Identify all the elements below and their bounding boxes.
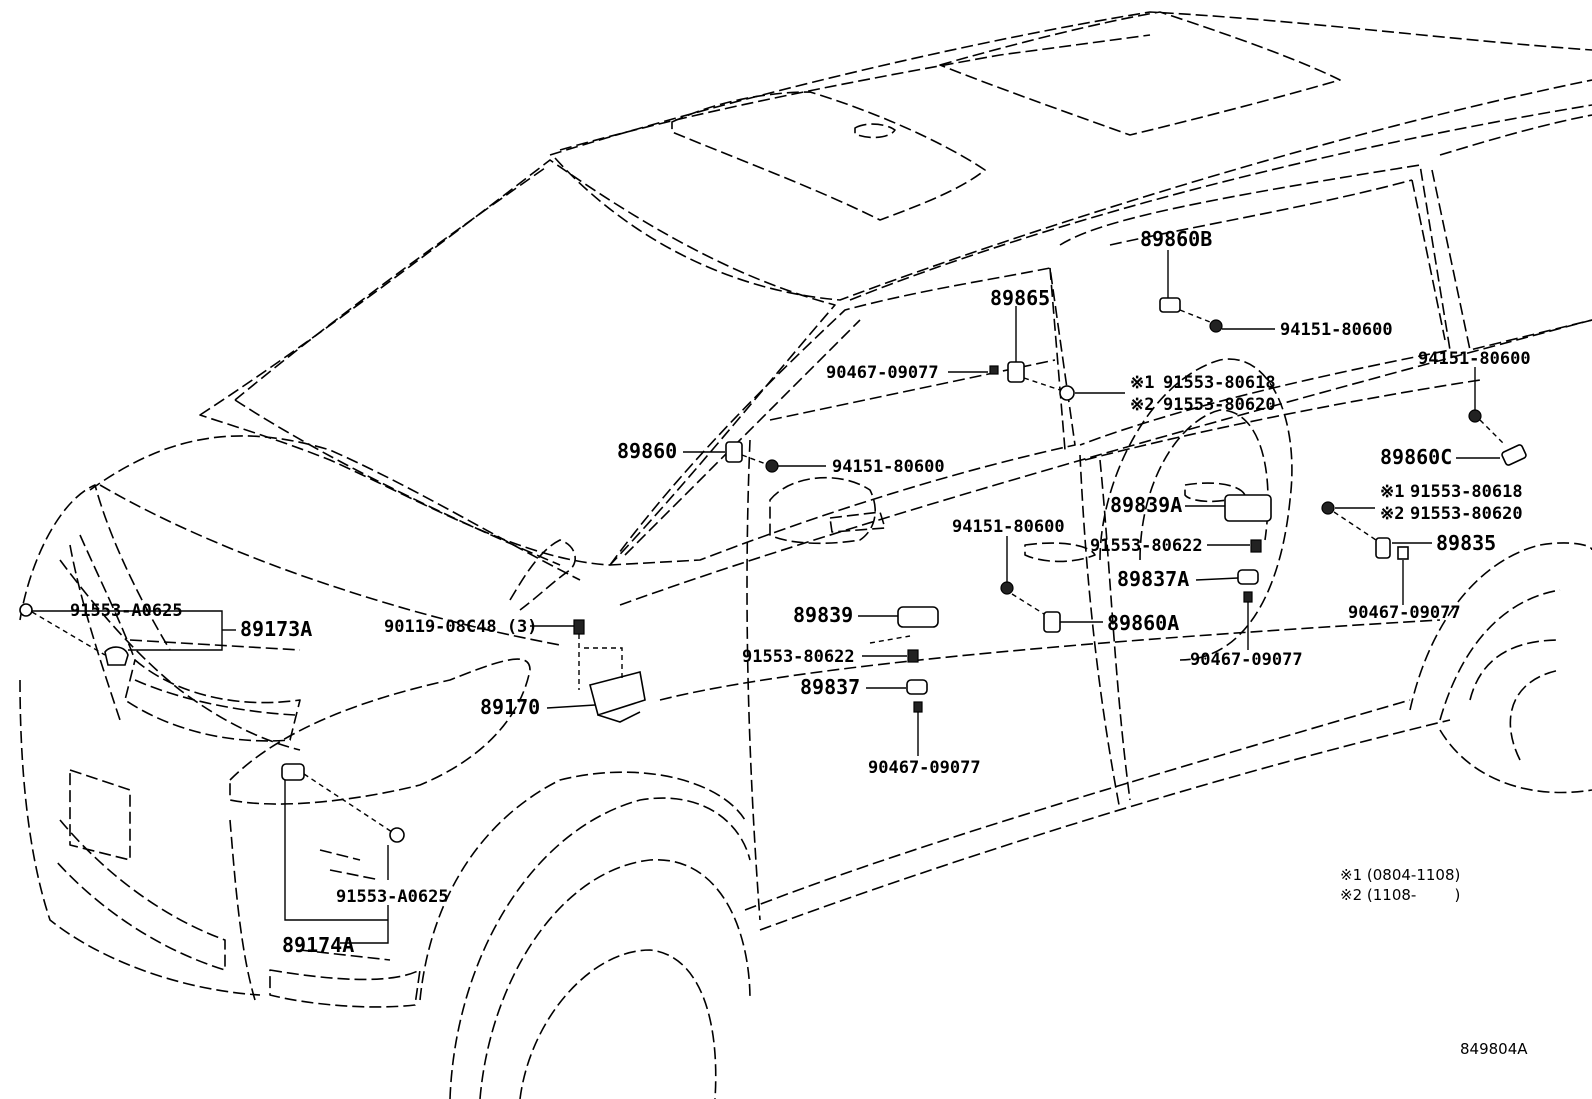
- sensor-89839: [897, 606, 939, 628]
- legend-note-2: ※2 (1108- ): [1340, 886, 1460, 904]
- label-89860A: 89860A: [1107, 611, 1179, 635]
- leader-lines: [31, 250, 1506, 944]
- sensor-89860C: [1501, 444, 1527, 466]
- bolt-91553-80622-a: [1250, 539, 1262, 553]
- vehicle-outline: [19, 11, 1592, 1099]
- bolt-91553-80622-b: [907, 649, 919, 663]
- sensor-89173A: [104, 646, 129, 666]
- ecu-89170: [589, 671, 646, 717]
- sensor-89174A: [281, 763, 305, 781]
- label-91553-A0625-a: 91553-A0625: [70, 601, 183, 621]
- part-labels: 89860B 94151-80600 89865 90467-09077 ※1 …: [70, 227, 1531, 957]
- sensor-89860A: [1043, 611, 1061, 633]
- parts-shapes: [19, 297, 1527, 843]
- sensor-89837A: [1237, 569, 1259, 585]
- label-94151-80600-d: 94151-80600: [952, 517, 1065, 537]
- legend: ※1 (0804-1108) ※2 (1108- ): [1340, 866, 1460, 904]
- mark-1-b: ※1: [1380, 482, 1404, 502]
- bolt-90467-09077-a: [989, 365, 999, 375]
- label-91553-80620-a: 91553-80620: [1163, 395, 1276, 415]
- label-89170: 89170: [480, 695, 540, 719]
- sensor-89835: [1375, 537, 1391, 559]
- label-89837A: 89837A: [1117, 567, 1189, 591]
- label-89860C: 89860C: [1380, 445, 1452, 469]
- mark-2-a: ※2: [1130, 395, 1154, 415]
- bolt-90119-08C48: [573, 619, 585, 635]
- label-89174A: 89174A: [282, 933, 354, 957]
- nut-94151-80600-a: [1209, 319, 1223, 333]
- label-91553-A0625-b: 91553-A0625: [336, 887, 449, 907]
- bolt-90467-09077-d: [913, 701, 923, 713]
- sensor-89839A: [1224, 494, 1272, 522]
- bolt-91553-A0625-a: [19, 603, 33, 617]
- label-91553-80622-a: 91553-80622: [1090, 536, 1203, 556]
- label-91553-80618-b: 91553-80618: [1410, 482, 1523, 502]
- nut-94151-80600-c: [765, 459, 779, 473]
- mark-1-a: ※1: [1130, 373, 1154, 393]
- bolt-90467-09077-b: [1397, 546, 1409, 560]
- label-94151-80600-b: 94151-80600: [1418, 349, 1531, 369]
- bolt-91553-A0625-b: [389, 827, 405, 843]
- label-91553-80622-b: 91553-80622: [742, 647, 855, 667]
- label-90467-09077-b: 90467-09077: [1348, 603, 1461, 623]
- label-89837: 89837: [800, 675, 860, 699]
- label-89839: 89839: [793, 603, 853, 627]
- label-89860: 89860: [617, 439, 677, 463]
- label-94151-80600-a: 94151-80600: [1280, 320, 1393, 340]
- sensor-89860: [725, 441, 743, 463]
- diagram-id: 849804A: [1460, 1040, 1528, 1058]
- sensor-89865: [1007, 361, 1025, 383]
- label-90119-08C48: 90119-08C48 (3): [384, 617, 538, 637]
- legend-note-1: ※1 (0804-1108): [1340, 866, 1460, 884]
- label-90467-09077-a: 90467-09077: [826, 363, 939, 383]
- mark-2-b: ※2: [1380, 504, 1404, 524]
- label-90467-09077-d: 90467-09077: [868, 758, 981, 778]
- label-89839A: 89839A: [1110, 493, 1182, 517]
- sensor-89860B: [1159, 297, 1181, 313]
- label-90467-09077-c: 90467-09077: [1190, 650, 1303, 670]
- label-89173A: 89173A: [240, 617, 312, 641]
- label-89835: 89835: [1436, 531, 1496, 555]
- bolt-90467-09077-c: [1243, 591, 1253, 603]
- nut-94151-80600-d: [1000, 581, 1014, 595]
- label-94151-80600-c: 94151-80600: [832, 457, 945, 477]
- label-91553-80620-b: 91553-80620: [1410, 504, 1523, 524]
- sensor-89837: [906, 679, 928, 695]
- bolt-91553-80618-b: [1321, 501, 1335, 515]
- label-89860B: 89860B: [1140, 227, 1212, 251]
- label-89865: 89865: [990, 286, 1050, 310]
- bolt-91553-80618-a: [1059, 385, 1075, 401]
- label-91553-80618-a: 91553-80618: [1163, 373, 1276, 393]
- nut-94151-80600-b: [1468, 409, 1482, 423]
